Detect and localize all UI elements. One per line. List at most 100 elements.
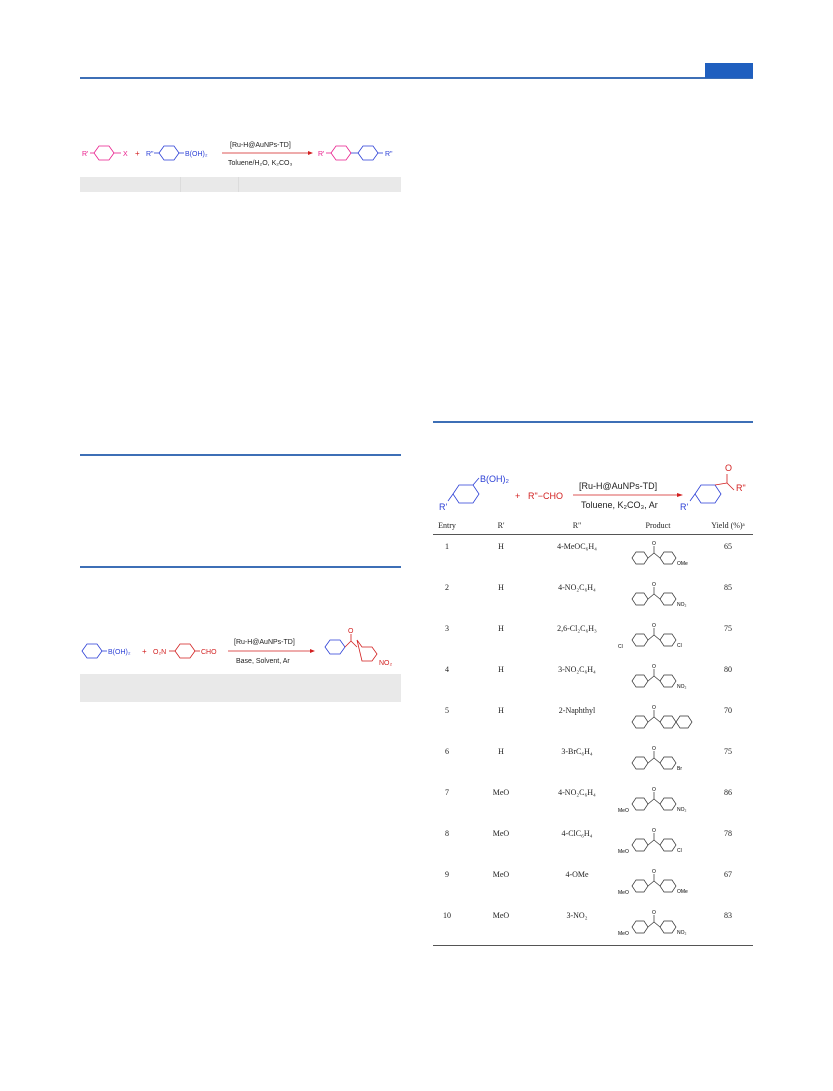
s1-r-prime: R' [82, 151, 88, 158]
s1-aryl-halide-ring [90, 145, 121, 161]
cell-product: O NO₂ MeO [613, 781, 703, 822]
cell-entry: 4 [445, 665, 449, 674]
cell-r2: 3-NO₂ [541, 904, 613, 946]
cell-yield: 80 [724, 665, 732, 674]
product-substituent-2: MeO [618, 808, 629, 814]
cell-r1: MeO [492, 788, 510, 797]
product-substituent: OMe [677, 889, 688, 895]
svg-text:O: O [652, 910, 656, 916]
cell-entry: 7 [445, 788, 449, 797]
s1-prod-r-prime: R' [318, 151, 324, 158]
s1-catalyst: [Ru-H@AuNPs-TD] [230, 142, 291, 149]
svg-text:O: O [652, 664, 656, 670]
cell-r1: H [498, 624, 504, 633]
cell-r2: 2,6-Cl₂C₆H₃ [557, 624, 597, 633]
product-substituent-2: MeO [618, 849, 629, 855]
s3-r-prime: R' [439, 502, 447, 512]
cell-yield: 86 [724, 788, 732, 797]
product-substituent: Br [677, 766, 682, 772]
product-substituent: Cl [677, 643, 682, 649]
cell-r2: 4-MeOC₆H₄ [557, 542, 597, 551]
product-substituent: NO₂ [677, 807, 687, 813]
cell-entry: 3 [445, 624, 449, 633]
product-substituent: NO₂ [677, 602, 687, 608]
s1-r-dprime: R" [146, 151, 154, 158]
s3-plus: + [515, 491, 520, 501]
cell-yield: 70 [724, 706, 732, 715]
s2-oxygen: O [348, 628, 354, 635]
table1-header-band [80, 177, 401, 192]
col-yield: Yield (%)ᵃ [703, 519, 753, 535]
product-substituent-2: MeO [618, 931, 629, 937]
s2-plus: + [142, 647, 147, 656]
svg-text:O: O [652, 787, 656, 793]
cell-yield: 75 [724, 747, 732, 756]
cell-r1: MeO [492, 829, 510, 838]
svg-text:O: O [652, 582, 656, 588]
s3-prod-r-dprime: R" [736, 483, 746, 493]
s3-catalyst: [Ru-H@AuNPs-TD] [579, 481, 657, 491]
product-substituent: NO₂ [677, 684, 687, 690]
s2-cho: CHO [201, 649, 217, 656]
cell-r1: H [498, 747, 504, 756]
s2-boronic-ring [81, 643, 107, 659]
cell-entry: 9 [445, 870, 449, 879]
col-entry: Entry [433, 519, 461, 535]
header-rule [80, 77, 753, 79]
cell-yield: 78 [724, 829, 732, 838]
s2-boronic: B(OH)₂ [108, 649, 131, 656]
s1-x: X [123, 151, 128, 158]
s1-biaryl-product [326, 145, 383, 161]
s3-boronic-ring [447, 477, 480, 504]
table2-header-band [80, 674, 401, 702]
right-section-rule [433, 421, 753, 423]
col-product: Product [613, 519, 703, 535]
cell-product: O Br [613, 740, 703, 781]
cell-r1: H [498, 583, 504, 592]
s1-conditions: Toluene/H₂O, K₂CO₃ [228, 160, 292, 167]
cell-yield: 67 [724, 870, 732, 879]
cell-yield: 75 [724, 624, 732, 633]
page-badge [705, 63, 753, 78]
s3-boronic: B(OH)₂ [480, 474, 509, 484]
s3-ketone-product [689, 474, 735, 504]
s2-conditions: Base, Solvent, Ar [236, 658, 290, 665]
product-structure: O NO₂ MeO [618, 910, 687, 937]
cell-yield: 85 [724, 583, 732, 592]
cell-entry: 5 [445, 706, 449, 715]
cell-yield: 83 [703, 904, 753, 946]
table1-col-divider [238, 177, 239, 192]
s3-conditions: Toluene, K₂CO₃, Ar [581, 500, 658, 510]
product-substituent: NO₂ [677, 930, 687, 936]
left-section-rule [80, 566, 401, 568]
s3-oxygen: O [725, 463, 732, 473]
cell-r2: 4-NO₂C₆H₄ [558, 788, 596, 797]
cell-product: O NO₂ [613, 658, 703, 699]
scheme-suzuki: R' X + R" B(OH)₂ [Ru-H@AuNPs-TD] Toluene… [82, 142, 393, 167]
s2-prod-no2: NO₂ [379, 660, 393, 667]
s2-ketone-product [324, 634, 378, 662]
cell-entry: 1 [445, 542, 449, 551]
cell-product: O [613, 699, 703, 740]
col-r-prime: R' [461, 519, 541, 535]
s1-prod-r-dprime: R" [385, 151, 393, 158]
product-substituent: OMe [677, 561, 688, 567]
left-section-rule [80, 454, 401, 456]
cell-product: O NO₂ [613, 576, 703, 617]
cell-yield: 65 [724, 542, 732, 551]
s2-aldehyde-ring [169, 643, 200, 659]
product-structure: O [631, 705, 693, 729]
svg-text:O: O [652, 746, 656, 752]
